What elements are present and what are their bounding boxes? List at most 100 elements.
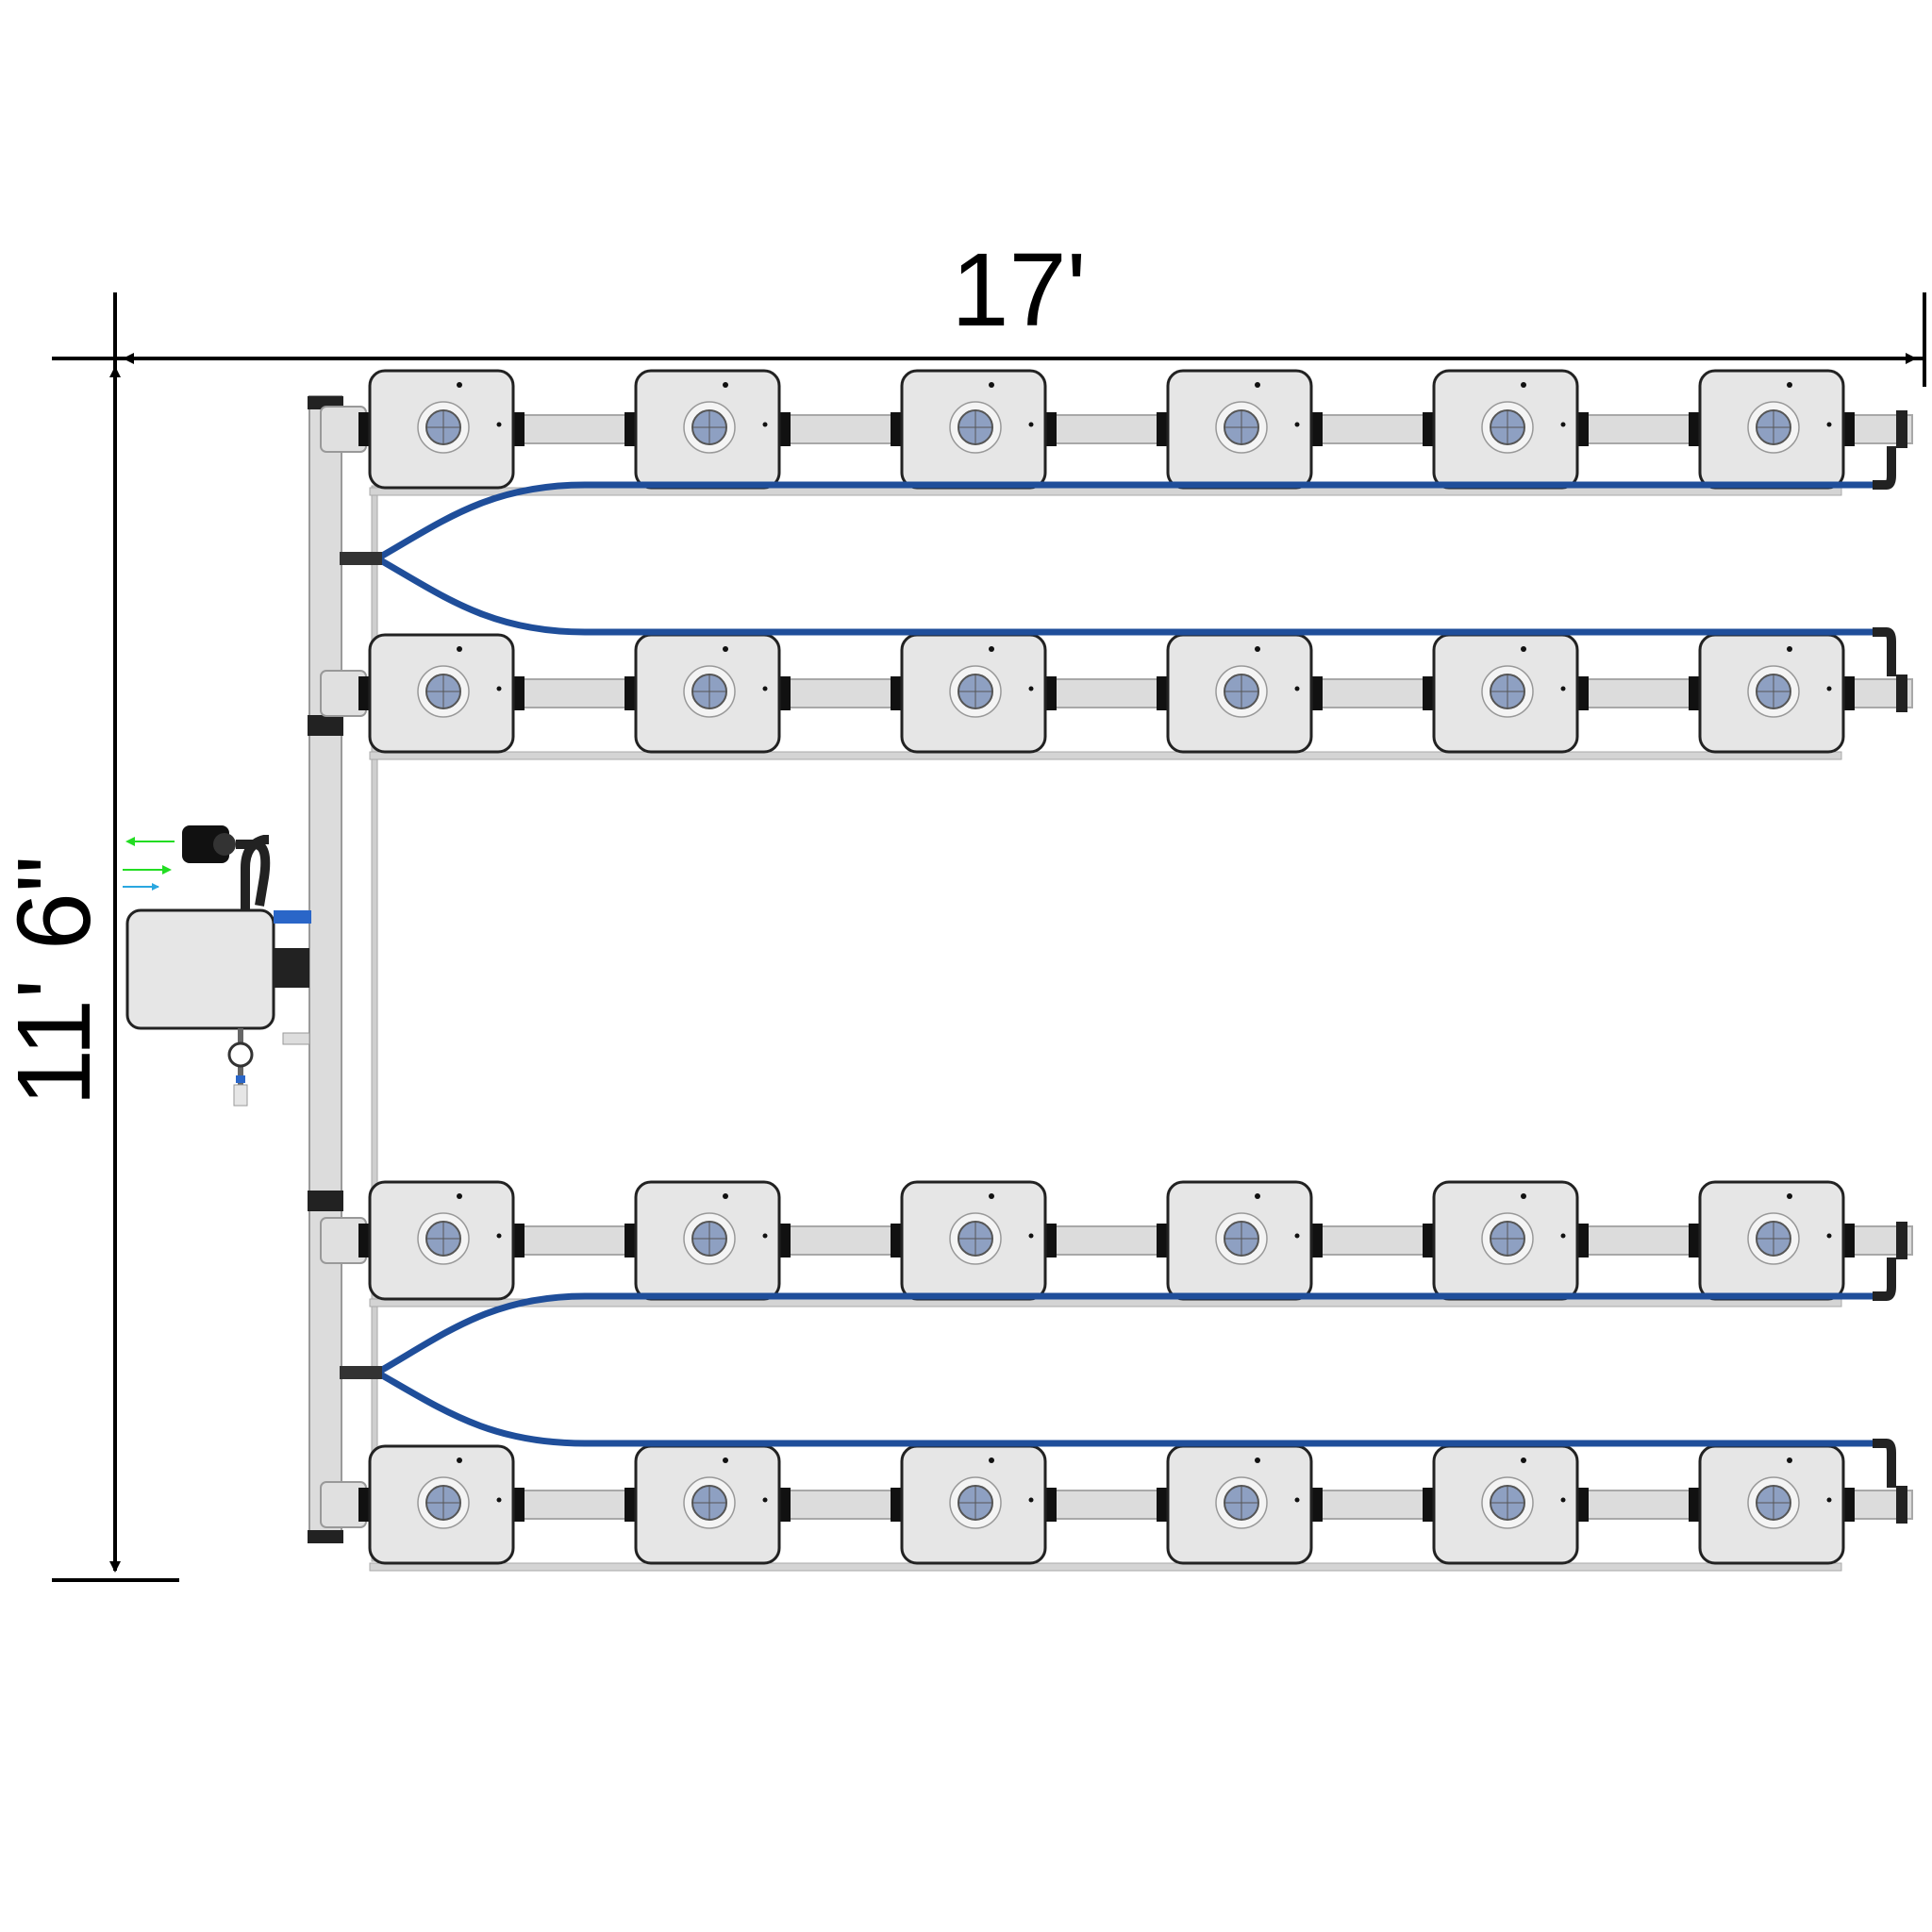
pot-marker [1787, 382, 1792, 388]
pot-fitting [779, 412, 791, 446]
pot-fitting [1045, 1488, 1057, 1522]
pot-marker [762, 686, 768, 691]
row-pipe [341, 1490, 1913, 1520]
row-rail [369, 1298, 1842, 1307]
pot-fitting [1045, 676, 1057, 710]
grow-row [320, 633, 1913, 760]
grow-pot [1157, 369, 1323, 490]
pot-fitting [1689, 1224, 1700, 1257]
pot-marker [1521, 1457, 1526, 1463]
row-pipe [341, 678, 1913, 708]
pot-marker [1787, 1457, 1792, 1463]
pot-fitting [1843, 1488, 1855, 1522]
pot-fitting [1577, 1224, 1589, 1257]
hose-elbow [1873, 446, 1896, 490]
pot-fitting [358, 412, 370, 446]
grow-pot [1689, 1444, 1855, 1565]
grow-pot [1689, 369, 1855, 490]
pot-fitting [779, 1488, 791, 1522]
pot-marker [1521, 382, 1526, 388]
grow-pot [1157, 633, 1323, 754]
row-rail [369, 487, 1842, 496]
pot-fitting [513, 1488, 525, 1522]
grow-pot [891, 1444, 1057, 1565]
pot-marker [989, 382, 994, 388]
pot-marker [457, 382, 462, 388]
pot-fitting [513, 1224, 525, 1257]
hose-line [375, 1292, 1873, 1376]
pot-marker [1787, 1193, 1792, 1199]
grow-row [320, 1180, 1913, 1307]
pot-marker [762, 422, 768, 427]
pot-marker [496, 686, 502, 691]
drain-hose [340, 1257, 1896, 1488]
pot-fitting [891, 1224, 902, 1257]
pot-marker [1826, 1497, 1832, 1503]
pot-fitting [891, 412, 902, 446]
pot-marker [496, 1233, 502, 1239]
pot-fitting [1311, 412, 1323, 446]
pot-marker [1521, 1193, 1526, 1199]
pot-fitting [1577, 1488, 1589, 1522]
pot-marker [1028, 422, 1034, 427]
pot-marker [1826, 422, 1832, 427]
pot-marker [457, 1457, 462, 1463]
pot-fitting [625, 676, 636, 710]
grow-pot [1689, 1180, 1855, 1301]
grow-pot [1423, 369, 1589, 490]
pot-fitting [1577, 676, 1589, 710]
grow-pot [891, 369, 1057, 490]
row-rail [369, 1562, 1842, 1572]
pot-marker [1294, 422, 1300, 427]
pot-fitting [1689, 676, 1700, 710]
pot-fitting [891, 676, 902, 710]
width-dimension: 17' [52, 232, 1926, 387]
width-label: 17' [951, 232, 1086, 348]
row-rail [369, 751, 1842, 760]
pot-fitting [513, 676, 525, 710]
row-end-cap [1896, 410, 1907, 448]
pot-marker [1255, 1457, 1260, 1463]
grow-pot [625, 369, 791, 490]
pot-marker [1294, 1497, 1300, 1503]
row-end-cap [1896, 675, 1907, 712]
grow-pot [1423, 1180, 1589, 1301]
pot-marker [1255, 382, 1260, 388]
pot-marker [989, 646, 994, 652]
pot-fitting [358, 1224, 370, 1257]
pot-marker [1826, 1233, 1832, 1239]
pot-fitting [891, 1488, 902, 1522]
pot-fitting [358, 676, 370, 710]
grow-pot [358, 369, 525, 490]
grow-pot [1423, 633, 1589, 754]
grow-pot [358, 1444, 525, 1565]
row-pipe [341, 1225, 1913, 1256]
row-end-cap [1896, 1222, 1907, 1259]
pot-marker [762, 1497, 768, 1503]
hose-line [375, 1369, 1873, 1447]
pot-marker [1255, 1193, 1260, 1199]
pot-fitting [1423, 676, 1434, 710]
pot-marker [989, 1457, 994, 1463]
row-end-cap [1896, 1486, 1907, 1524]
pot-marker [1028, 1233, 1034, 1239]
pot-marker [1294, 1233, 1300, 1239]
drain-hose [340, 446, 1896, 676]
hose-splitter [340, 1366, 382, 1379]
pot-fitting [1045, 1224, 1057, 1257]
pot-fitting [513, 412, 525, 446]
pot-marker [989, 1193, 994, 1199]
hose-elbow [1873, 627, 1896, 676]
pot-marker [723, 382, 728, 388]
pot-marker [457, 1193, 462, 1199]
pot-fitting [1843, 676, 1855, 710]
hose-elbow [1873, 1257, 1896, 1301]
pot-marker [1787, 646, 1792, 652]
flow-arrow-icon [123, 837, 175, 891]
pot-fitting [625, 1488, 636, 1522]
grow-pot [1157, 1180, 1323, 1301]
pot-fitting [625, 1224, 636, 1257]
hose-splitter [340, 552, 382, 565]
pot-fitting [1157, 1488, 1168, 1522]
pot-fitting [1157, 412, 1168, 446]
